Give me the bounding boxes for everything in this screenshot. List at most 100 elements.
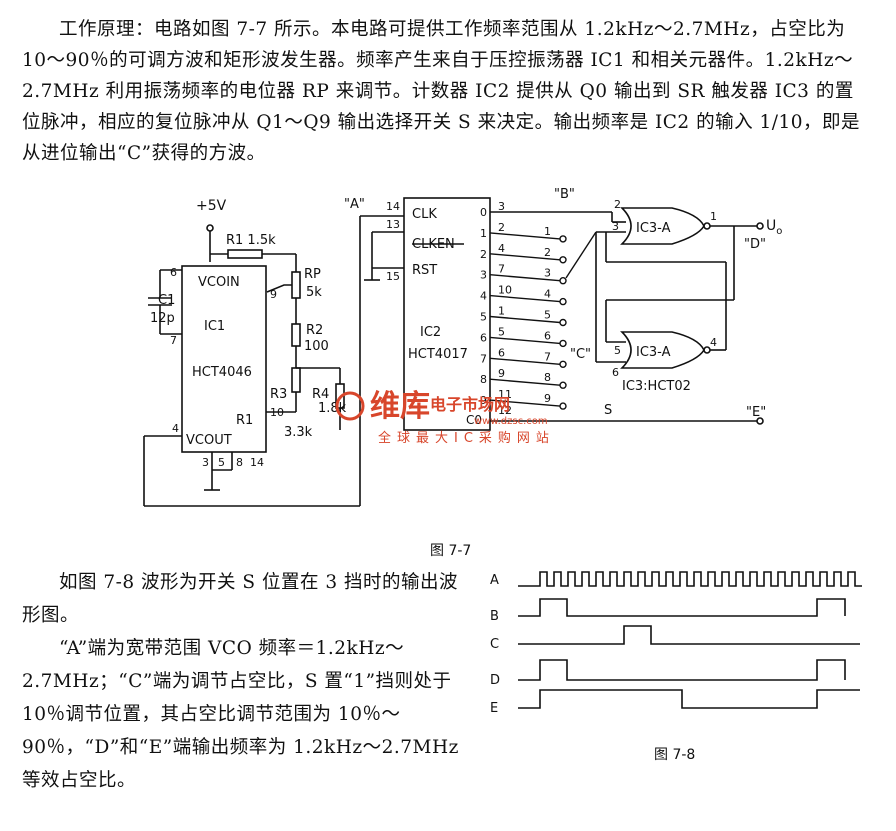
ic2-q-index: 5 <box>480 311 487 324</box>
r3-label: R3 <box>270 387 287 402</box>
ic2-q-index: 9 <box>480 394 487 407</box>
label-e: "E" <box>746 405 766 420</box>
q-output-line <box>489 253 561 261</box>
switch-contact[interactable] <box>559 256 567 264</box>
ic1-pin14: 14 <box>250 456 264 469</box>
switch-contact[interactable] <box>559 381 567 389</box>
switch-position-label: 1 <box>544 225 551 238</box>
gate-top-pin-a: 2 <box>614 198 621 211</box>
ic2-rst-label: RST <box>412 263 437 278</box>
switch-contact[interactable] <box>559 297 567 306</box>
watermark-side: 电子市场网 <box>430 395 510 414</box>
ic1-pin3: 3 <box>202 456 209 469</box>
ic1-pin7: 7 <box>170 334 177 347</box>
r1-label: R1 1.5k <box>226 233 276 248</box>
r4-label: R4 <box>312 387 329 402</box>
ic1-pin6: 6 <box>170 266 177 279</box>
q-output-line <box>489 336 561 345</box>
lower-paragraph-2: “A”端为宽带范围 VCO 频率＝1.2kHz～2.7MHz；“C”端为调节占空… <box>22 638 459 791</box>
switch-contact[interactable] <box>559 339 567 348</box>
wave-label-e: E <box>490 701 498 716</box>
gate-bottom-pin-b: 6 <box>612 366 619 379</box>
gate-top-pin-out: 1 <box>710 210 717 223</box>
switch-position-label: 2 <box>544 246 551 259</box>
ic2-q-pin: 2 <box>498 221 505 234</box>
c1-label: C1 <box>158 293 175 308</box>
label-s: S <box>604 403 612 418</box>
ic2-name-label: IC2 <box>420 325 441 340</box>
gate-bottom-pin-out: 4 <box>710 336 717 349</box>
label-b: "B" <box>554 187 575 202</box>
gate-top-label: IC3-A <box>636 221 671 236</box>
ic2-co-label: C0 <box>466 413 482 427</box>
ic2-q-pin: 7 <box>498 263 505 276</box>
ic2-q-pin: 6 <box>498 346 505 359</box>
ic2-clken-label: CLKEN <box>412 237 455 252</box>
q-output-line <box>489 294 561 303</box>
q-output-line <box>489 274 561 282</box>
wave-label-d: D <box>490 673 500 688</box>
ic2-q-index: 8 <box>480 373 487 386</box>
watermark-slogan: 全球最大IC采购网站 <box>378 430 555 446</box>
ic2-q-pin: 9 <box>498 367 505 380</box>
q-output-line <box>489 232 561 240</box>
switch-position-label: 4 <box>544 288 551 301</box>
switch-contact[interactable] <box>559 402 567 410</box>
ic1-part-label: HCT4046 <box>192 365 252 380</box>
ic2-q-index: 1 <box>480 227 487 240</box>
watermark-url: www.dzsc.com <box>474 416 548 427</box>
fig77-caption: 图 7-7 <box>430 543 472 559</box>
ic1-pin5: 5 <box>218 456 225 469</box>
ic1-vcout-label: VCOUT <box>186 433 232 448</box>
fig78-caption: 图 7-8 <box>654 747 696 763</box>
ic2-q-pin: 3 <box>498 200 505 213</box>
q-output-line <box>489 378 561 386</box>
ic2-part-label: HCT4017 <box>408 347 468 362</box>
ic1-pin8: 8 <box>236 456 243 469</box>
switch-position-label: 7 <box>544 350 551 363</box>
label-c: "C" <box>570 347 591 362</box>
watermark-main: 维库 <box>370 389 430 424</box>
switch-position-label: 8 <box>544 371 551 384</box>
ic2-co-pin: 12 <box>498 404 512 417</box>
ic2-q-index: 6 <box>480 331 487 344</box>
ic1-r1-pin-label: R1 <box>236 413 253 428</box>
wave-label-b: B <box>490 609 499 624</box>
ic1-pin10: 10 <box>270 406 284 419</box>
watermark: 维库 电子市场网 www.dzsc.com 全球最大IC采购网站 <box>335 389 555 446</box>
switch-contact[interactable] <box>559 318 567 327</box>
ic1-name-label: IC1 <box>204 319 225 334</box>
ic2-q-pin: 4 <box>498 242 505 255</box>
ic2-q-index: 3 <box>480 269 487 282</box>
intro-text-block: 工作原理：电路如图 7-7 所示。本电路可提供工作频率范围从 1.2kHz～2.… <box>22 14 872 169</box>
ic2-q-index: 0 <box>480 206 487 219</box>
q-output-line <box>489 315 561 324</box>
ic2-q-pin: 1 <box>498 305 505 318</box>
wave-label-c: C <box>490 637 499 652</box>
switch-contact[interactable] <box>559 360 567 368</box>
intro-paragraph: 工作原理：电路如图 7-7 所示。本电路可提供工作频率范围从 1.2kHz～2.… <box>22 19 860 164</box>
ic2-q-index: 7 <box>480 352 487 365</box>
switch-position-label: 3 <box>544 267 551 280</box>
ic1-pin4: 4 <box>172 422 179 435</box>
output-uo-label: Uo <box>766 218 782 237</box>
ic2-q-index: 2 <box>480 248 487 261</box>
q-output-line <box>489 357 561 365</box>
switch-contact[interactable] <box>559 277 567 285</box>
switch-contact[interactable] <box>559 235 567 243</box>
gate-bottom-pin-a: 5 <box>614 344 621 357</box>
ic2-pin15: 15 <box>386 270 400 283</box>
ic2-q-pin: 11 <box>498 388 512 401</box>
switch-position-label: 5 <box>544 309 551 322</box>
q-output-line <box>489 399 561 407</box>
lower-paragraph-1: 如图 7-8 波形为开关 S 位置在 3 挡时的输出波形图。 <box>22 572 459 626</box>
ic3-part-label: IC3:HCT02 <box>622 379 691 394</box>
ic2-clk-label: CLK <box>412 207 437 222</box>
lower-text-block: 如图 7-8 波形为开关 S 位置在 3 挡时的输出波形图。 “A”端为宽带范围… <box>22 566 462 797</box>
gate-bottom-label: IC3-A <box>636 345 671 360</box>
selector-switch-arm[interactable] <box>565 231 597 279</box>
r3-value: 3.3k <box>284 425 313 440</box>
gate-top-pin-b: 3 <box>612 220 619 233</box>
